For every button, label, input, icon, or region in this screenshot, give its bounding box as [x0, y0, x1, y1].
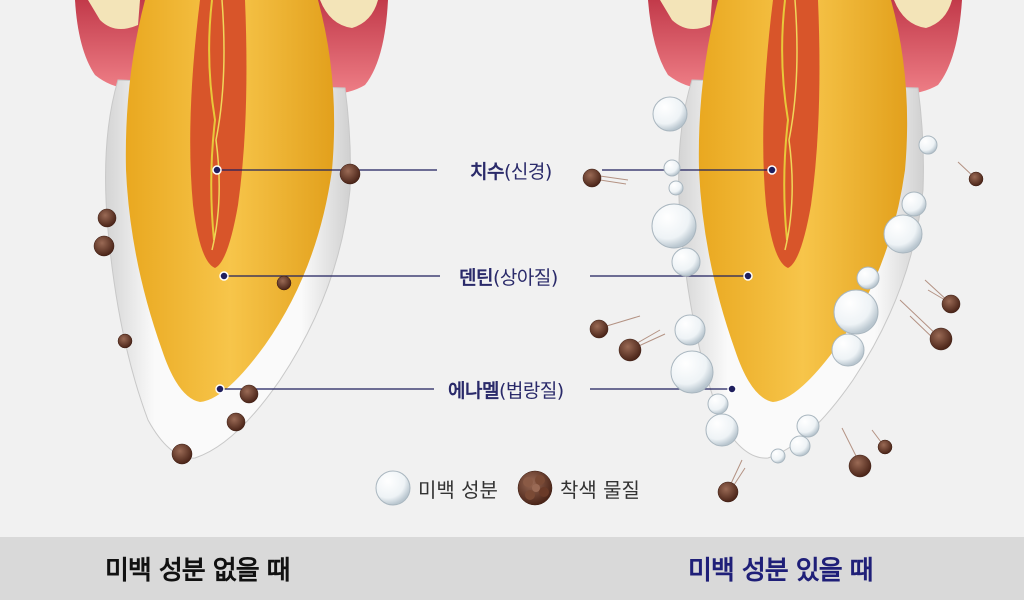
legend-stain: 착색 물질	[560, 478, 640, 502]
enamel-label: 에나멜(법랑질)	[448, 376, 564, 403]
enamel-label-main: 에나멜	[448, 380, 499, 402]
dentin-label-main: 덴틴	[459, 267, 493, 289]
pulp-label: 치수(신경)	[470, 157, 552, 184]
caption-right: 미백 성분 있을 때	[688, 556, 874, 586]
bubble-icon	[375, 470, 411, 506]
enamel-label-sub: (법랑질)	[498, 380, 564, 402]
right-pulp	[763, 0, 820, 268]
legend-whitening: 미백 성분	[418, 478, 498, 502]
dentin-label: 덴틴(상아질)	[459, 263, 558, 290]
stain-particles-right	[582, 168, 984, 503]
caption-left: 미백 성분 없을 때	[105, 556, 291, 586]
stain-particles-left	[93, 163, 361, 465]
dentin-label-sub: (상아질)	[492, 267, 558, 289]
pulp-label-sub: (신경)	[503, 161, 552, 183]
left-tooth	[75, 0, 388, 459]
stain-icon	[517, 470, 553, 506]
pulp-label-main: 치수	[470, 161, 504, 183]
caption-bar	[0, 537, 1024, 600]
left-pulp	[190, 0, 247, 268]
whitening-bubbles	[651, 96, 938, 464]
label-dots	[212, 165, 777, 394]
